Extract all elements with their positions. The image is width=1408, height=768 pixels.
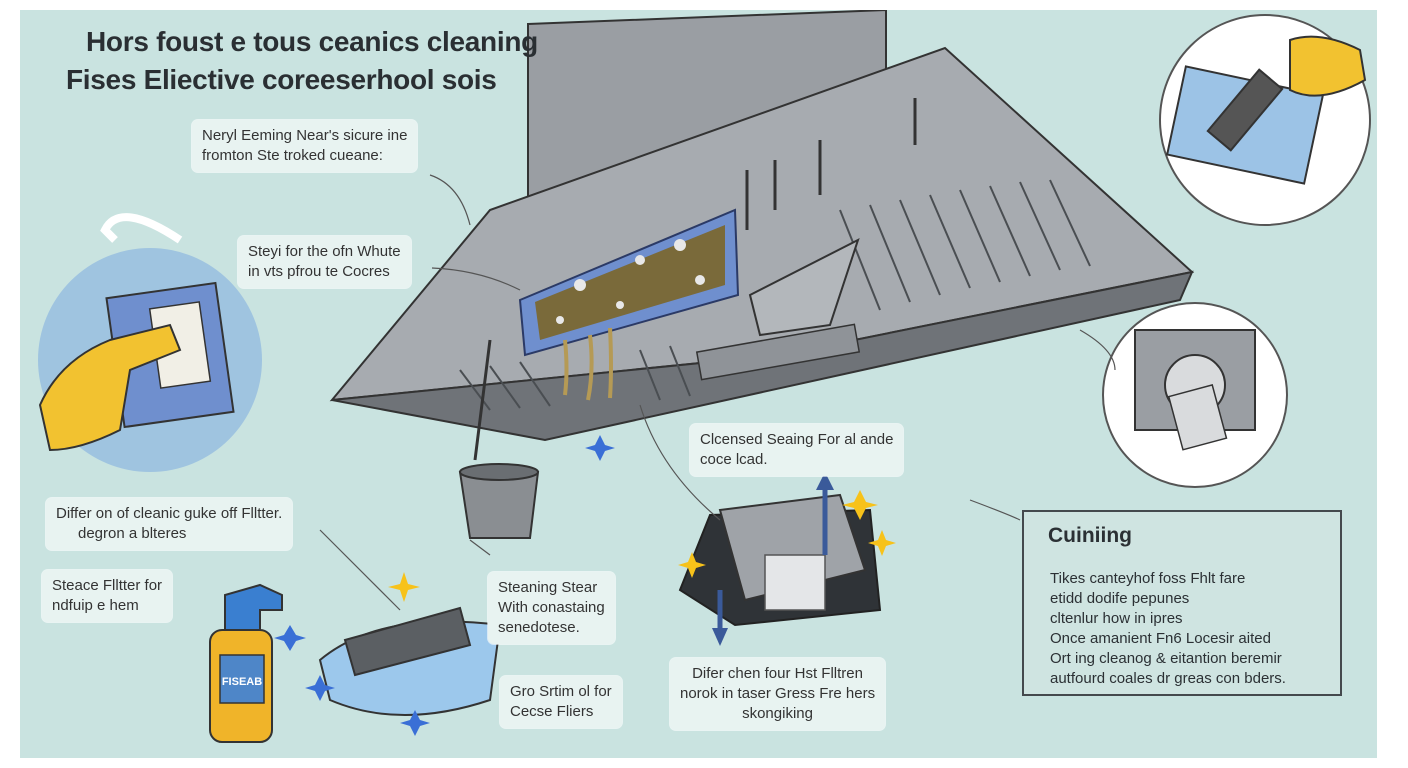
- note-center-2: Gro Srtim ol for Cecse Fliers: [500, 676, 622, 728]
- note-left-1: Differ on of cleanic guke off Flltter. d…: [46, 498, 293, 550]
- note-mid-line-1: Steyi for the ofn Whute: [248, 243, 401, 260]
- info-box-line-3: cltenlur how in ipres: [1050, 610, 1183, 627]
- bottle-label-text: FISEAB: [222, 676, 262, 688]
- note-top-line-2: fromton Ste troked cueane:: [202, 147, 383, 164]
- bucket: [458, 471, 540, 539]
- info-box-line-5: Ort ing cleanog & eitantion beremir: [1050, 650, 1282, 667]
- note-mid-line-2: in vts pfrou te Cocres: [248, 263, 390, 280]
- note-left-2-line-1: Steace Flltter for: [52, 577, 163, 594]
- drain-tube: [473, 339, 492, 461]
- info-box-title: Cuiniing: [1048, 524, 1132, 547]
- bucket-rim: [459, 463, 539, 481]
- control-panel: [695, 323, 861, 381]
- note-right-1-line-2: coce lcad.: [700, 451, 768, 468]
- diagram-canvas: FISEAB: [20, 10, 1377, 758]
- note-mid: Steyi for the ofn Whute in vts pfrou te …: [238, 236, 411, 288]
- sparkles-yellow: [388, 490, 896, 602]
- up-arrow-head: [816, 472, 834, 490]
- scraper: [343, 606, 472, 677]
- note-left-1-line-2: degron a blteres: [78, 525, 187, 542]
- note-bottom-line-3: skongiking: [742, 705, 813, 722]
- left-glove: [38, 323, 182, 452]
- down-arrow-head: [712, 628, 728, 646]
- info-box-line-4: Once amanient Fn6 Locesir aited: [1050, 630, 1271, 647]
- scrub-brush: [1206, 68, 1284, 152]
- note-top: Neryl Eeming Near's sicure ine fromton S…: [192, 120, 418, 172]
- note-center-1-line-3: senedotese.: [498, 619, 580, 636]
- hood-filter-2: [748, 238, 860, 337]
- note-center-1: Steaning Stear With conastaing senedotes…: [488, 572, 615, 644]
- grease-deposit: [535, 225, 725, 340]
- title-line-2: Fises Eliective coreeserhool sois: [66, 64, 497, 95]
- note-right-1-line-1: Clcensed Seaing For al ande: [700, 431, 894, 448]
- hood-grill: [459, 179, 1091, 411]
- note-left-2: Steace Flltter for ndfuip e hem: [42, 570, 173, 622]
- info-box-line-1: Tikes canteyhof foss Fhlt fare: [1050, 570, 1246, 587]
- hood-knobs: [745, 98, 917, 230]
- sparkles-blue: [274, 435, 615, 736]
- note-bottom-line-2: norok in taser Gress Fre hers: [680, 685, 876, 702]
- note-bottom: Difer chen four Hst Flltren norok in tas…: [670, 658, 886, 730]
- fan-tag: [1167, 384, 1228, 451]
- note-left-1-line-1: Differ on of cleanic guke off Flltter.: [56, 505, 283, 522]
- spray-nozzle: [224, 583, 283, 631]
- illustration: FISEAB: [38, 10, 1371, 743]
- left-arrow: [100, 213, 183, 244]
- title-line-1: Hors foust e tous ceanics cleaning: [86, 26, 538, 57]
- bottle-label: [219, 654, 265, 704]
- note-left-2-line-2: ndfuip e hem: [52, 597, 139, 614]
- info-box-line-2: etidd dodife pepunes: [1050, 590, 1190, 607]
- filter-mesh: [764, 554, 826, 611]
- note-center-1-line-1: Steaning Stear: [498, 579, 598, 596]
- top-right-glove: [1289, 35, 1367, 97]
- filter-block: [718, 493, 867, 602]
- leader-lines: [319, 174, 1116, 611]
- note-center-2-line-2: Cecse Fliers: [510, 703, 594, 720]
- grease-drips: [563, 327, 613, 401]
- note-right-1: Clcensed Seaing For al ande coce lcad.: [690, 424, 904, 476]
- grease-bubbles: [556, 239, 705, 324]
- note-top-line-1: Neryl Eeming Near's sicure ine: [202, 127, 408, 144]
- note-center-2-line-1: Gro Srtim ol for: [510, 683, 612, 700]
- note-bottom-line-1: Difer chen four Hst Flltren: [692, 665, 863, 682]
- note-center-1-line-2: With conastaing: [498, 599, 605, 616]
- info-box-line-6: autfourd coales dr greas con bders.: [1050, 670, 1286, 687]
- info-box: Cuiniing Tikes canteyhof foss Fhlt fare …: [1022, 510, 1342, 696]
